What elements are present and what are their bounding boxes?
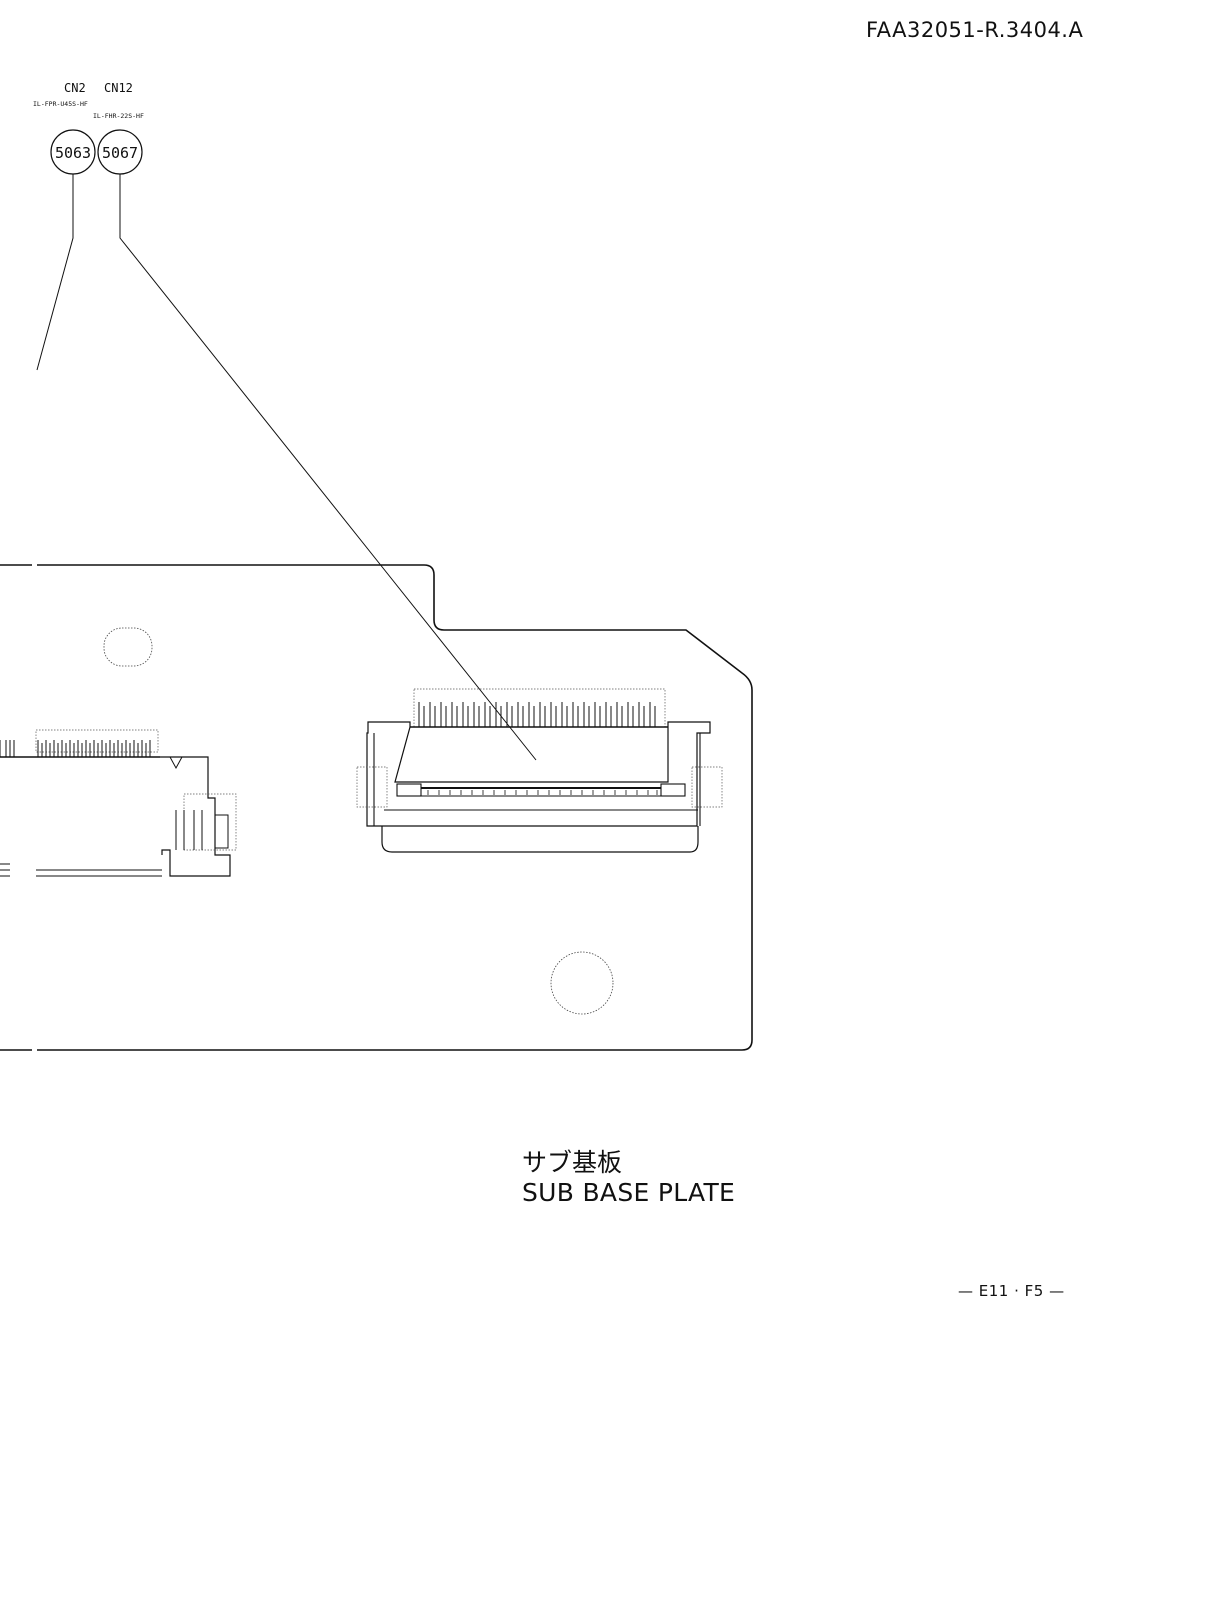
page-number: — E11 · F5 — bbox=[958, 1282, 1065, 1300]
callout-bubble-5063: 5063 bbox=[50, 129, 96, 175]
board-caption: サブ基板 SUB BASE PLATE bbox=[522, 1148, 735, 1208]
mounting-hole-lower bbox=[550, 951, 614, 1015]
cn12-name-label: CN12 bbox=[104, 81, 133, 95]
callout-ref-5067: 5067 bbox=[102, 144, 138, 162]
cn2-name-label: CN2 bbox=[64, 81, 86, 95]
board-outline bbox=[0, 564, 753, 1051]
cn2-connector bbox=[0, 729, 237, 877]
cn12-part-label: IL-FHR-22S-HF bbox=[93, 112, 144, 120]
callout-ref-5063: 5063 bbox=[55, 144, 91, 162]
mounting-hole-upper bbox=[103, 627, 153, 667]
leader-lines bbox=[36, 174, 537, 761]
document-code: FAA32051-R.3404.A bbox=[866, 18, 1084, 42]
cn2-part-label: IL-FPR-U45S-HF bbox=[33, 100, 88, 108]
caption-english: SUB BASE PLATE bbox=[522, 1178, 736, 1207]
callout-bubble-5067: 5067 bbox=[97, 129, 143, 175]
caption-japanese: サブ基板 bbox=[522, 1148, 623, 1177]
cn12-connector bbox=[356, 688, 723, 853]
